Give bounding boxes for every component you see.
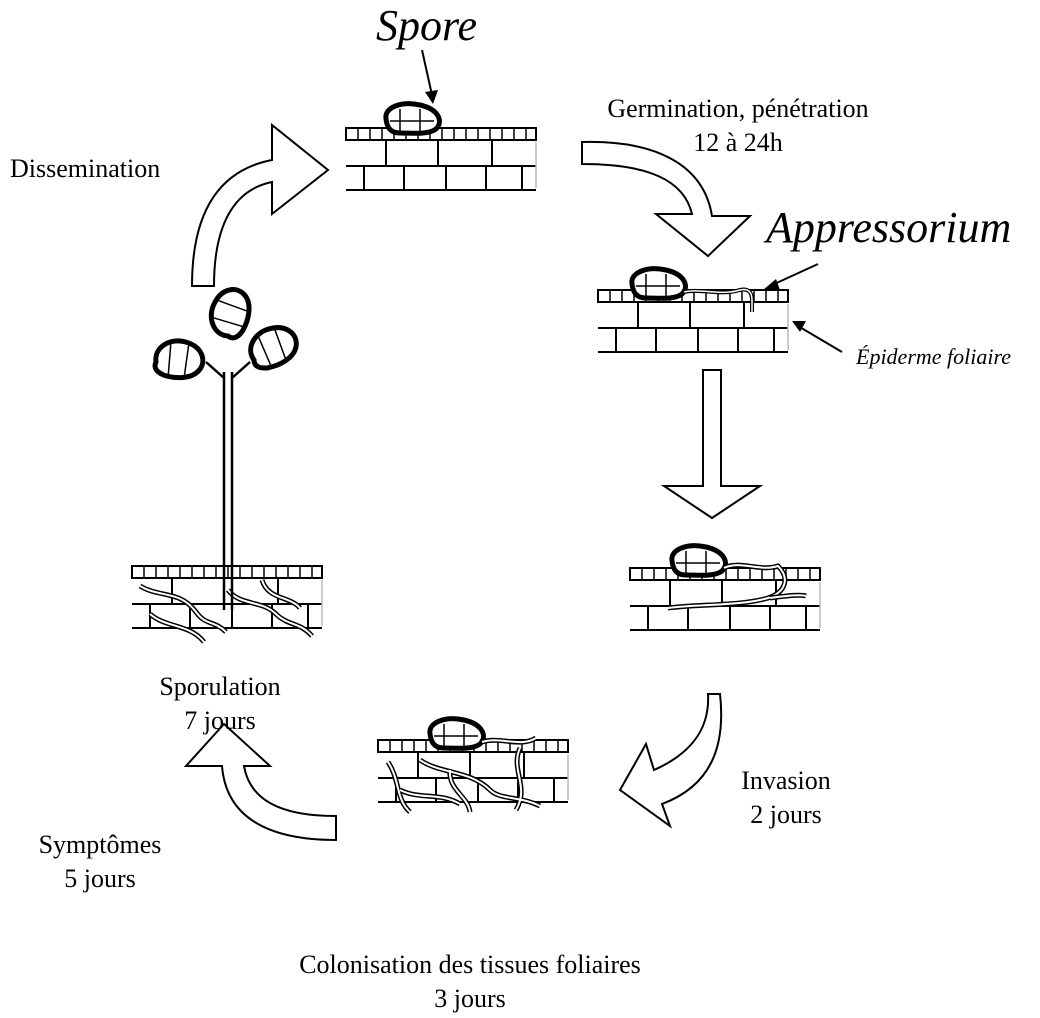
penetration-down-arrow (660, 369, 764, 520)
appressorium-stage (597, 269, 789, 353)
sporulation-label: Sporulation (159, 672, 281, 701)
germination-time-label: 12 à 24h (693, 128, 783, 157)
dissemination-label: Dissemination (10, 154, 161, 183)
spore-on-tissue (345, 104, 537, 191)
colonisation-stage (377, 719, 569, 814)
symptomes-label: Symptômes (38, 830, 162, 859)
invasion-label: Invasion (741, 766, 831, 795)
invasion-arrow (618, 693, 723, 829)
invasion-time-label: 2 jours (750, 800, 822, 829)
colonisation-label: Colonisation des tissues foliaires (299, 950, 641, 979)
epiderme-label: Épiderme foliaire (856, 344, 1011, 369)
dissemination-arrow (190, 122, 330, 287)
germination-arrow (581, 140, 753, 258)
appressorium-pointer-arrow (763, 263, 819, 290)
appressorium-label: Appressorium (766, 203, 1012, 252)
symptomes-arrow (183, 722, 337, 842)
sporulation-stage (131, 284, 323, 644)
invasion-stage (629, 546, 821, 631)
spore-pointer-arrow (421, 49, 438, 104)
epiderme-pointer-arrow (792, 321, 843, 353)
germination-label: Germination, pénétration (607, 94, 869, 123)
symptomes-time-label: 5 jours (64, 864, 136, 893)
sporulation-time-label: 7 jours (184, 706, 256, 735)
spore-label: Spore (376, 1, 478, 50)
colonisation-time-label: 3 jours (434, 984, 506, 1013)
